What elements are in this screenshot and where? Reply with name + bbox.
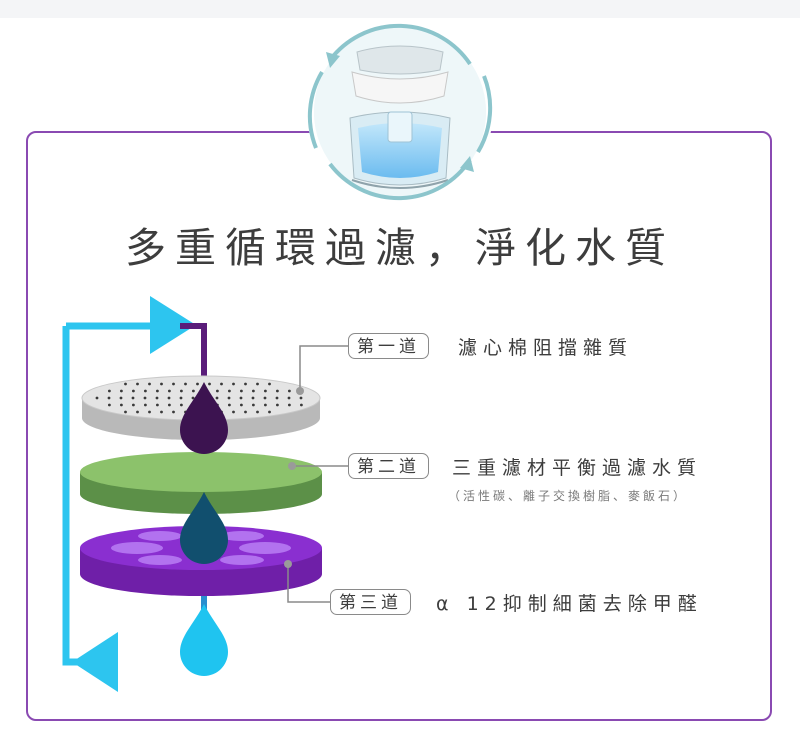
stage-1-badge: 第一道 [348,333,429,359]
leader-dot-1 [296,387,304,395]
circulation-arrow [62,296,196,692]
stage-3-badge: 第三道 [330,589,411,615]
water-drop-1 [180,382,228,454]
leader-dot-3 [284,560,292,568]
stage-2-label: 三重濾材平衡過濾水質 [452,457,703,479]
page-title: 多重循環過濾，淨化水質 [125,224,675,272]
stage-2-badge: 第二道 [348,453,429,479]
stage-1-label: 濾心棉阻擋雜質 [458,337,634,359]
water-drop-3 [180,604,228,676]
top-band [0,0,800,18]
leader-dot-2 [288,462,296,470]
product-image [307,19,493,205]
filter-layer-2 [80,452,322,514]
leader-lines [287,345,348,603]
water-drop-2 [180,492,228,564]
stage-3-label: α 12抑制細菌去除甲醛 [436,593,703,615]
stage-2-note: （活性碳、離子交換樹脂、麥飯石） [448,489,689,503]
